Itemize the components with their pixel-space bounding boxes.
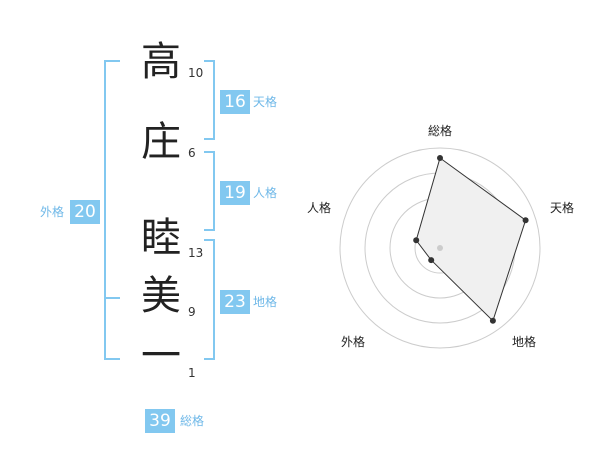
chi-bracket: [204, 239, 215, 360]
name-char-5: 一: [141, 333, 181, 379]
axis-label-gai: 外格: [341, 334, 365, 349]
stroke-count-1: 10: [188, 66, 204, 80]
stroke-count-5: 1: [188, 366, 196, 380]
name-char-2: 庄: [141, 119, 181, 165]
name-char-1: 高: [141, 39, 181, 85]
jin-bracket: [204, 151, 215, 231]
gai-kaku-label: 外格: [40, 205, 65, 219]
radar-point-5: [413, 237, 420, 244]
radar-point-4: [428, 257, 435, 264]
sou-kaku-label: 総格: [180, 414, 205, 428]
jin-kaku-value: 19: [220, 181, 250, 205]
radar-ring-4: [339, 147, 541, 349]
jin-kaku-label: 人格: [253, 186, 278, 200]
axis-label-sou: 総格: [428, 123, 452, 138]
radar-center: [437, 245, 443, 251]
radar-point-3: [489, 317, 496, 324]
radar-area: [415, 157, 527, 322]
sou-kaku-value: 39: [145, 409, 175, 433]
name-char-4: 美: [141, 273, 181, 319]
gai-kaku-value: 20: [70, 200, 100, 224]
gai-bracket: [104, 60, 120, 360]
ten-kaku-value: 16: [220, 90, 250, 114]
axis-label-jin: 人格: [307, 200, 331, 215]
axis-label-ten: 天格: [550, 200, 574, 215]
radar-point-2: [522, 217, 529, 224]
ten-bracket: [204, 60, 215, 140]
axis-label-chi: 地格: [512, 334, 536, 349]
chi-kaku-label: 地格: [253, 295, 278, 309]
radar-points: [413, 155, 529, 324]
stroke-count-2: 6: [188, 146, 196, 160]
ten-kaku-label: 天格: [253, 95, 278, 109]
name-char-3: 睦: [141, 215, 181, 261]
radar-point-1: [437, 155, 443, 161]
chi-kaku-value: 23: [220, 290, 250, 314]
stroke-count-3: 13: [188, 246, 204, 260]
stroke-count-4: 9: [188, 305, 196, 319]
